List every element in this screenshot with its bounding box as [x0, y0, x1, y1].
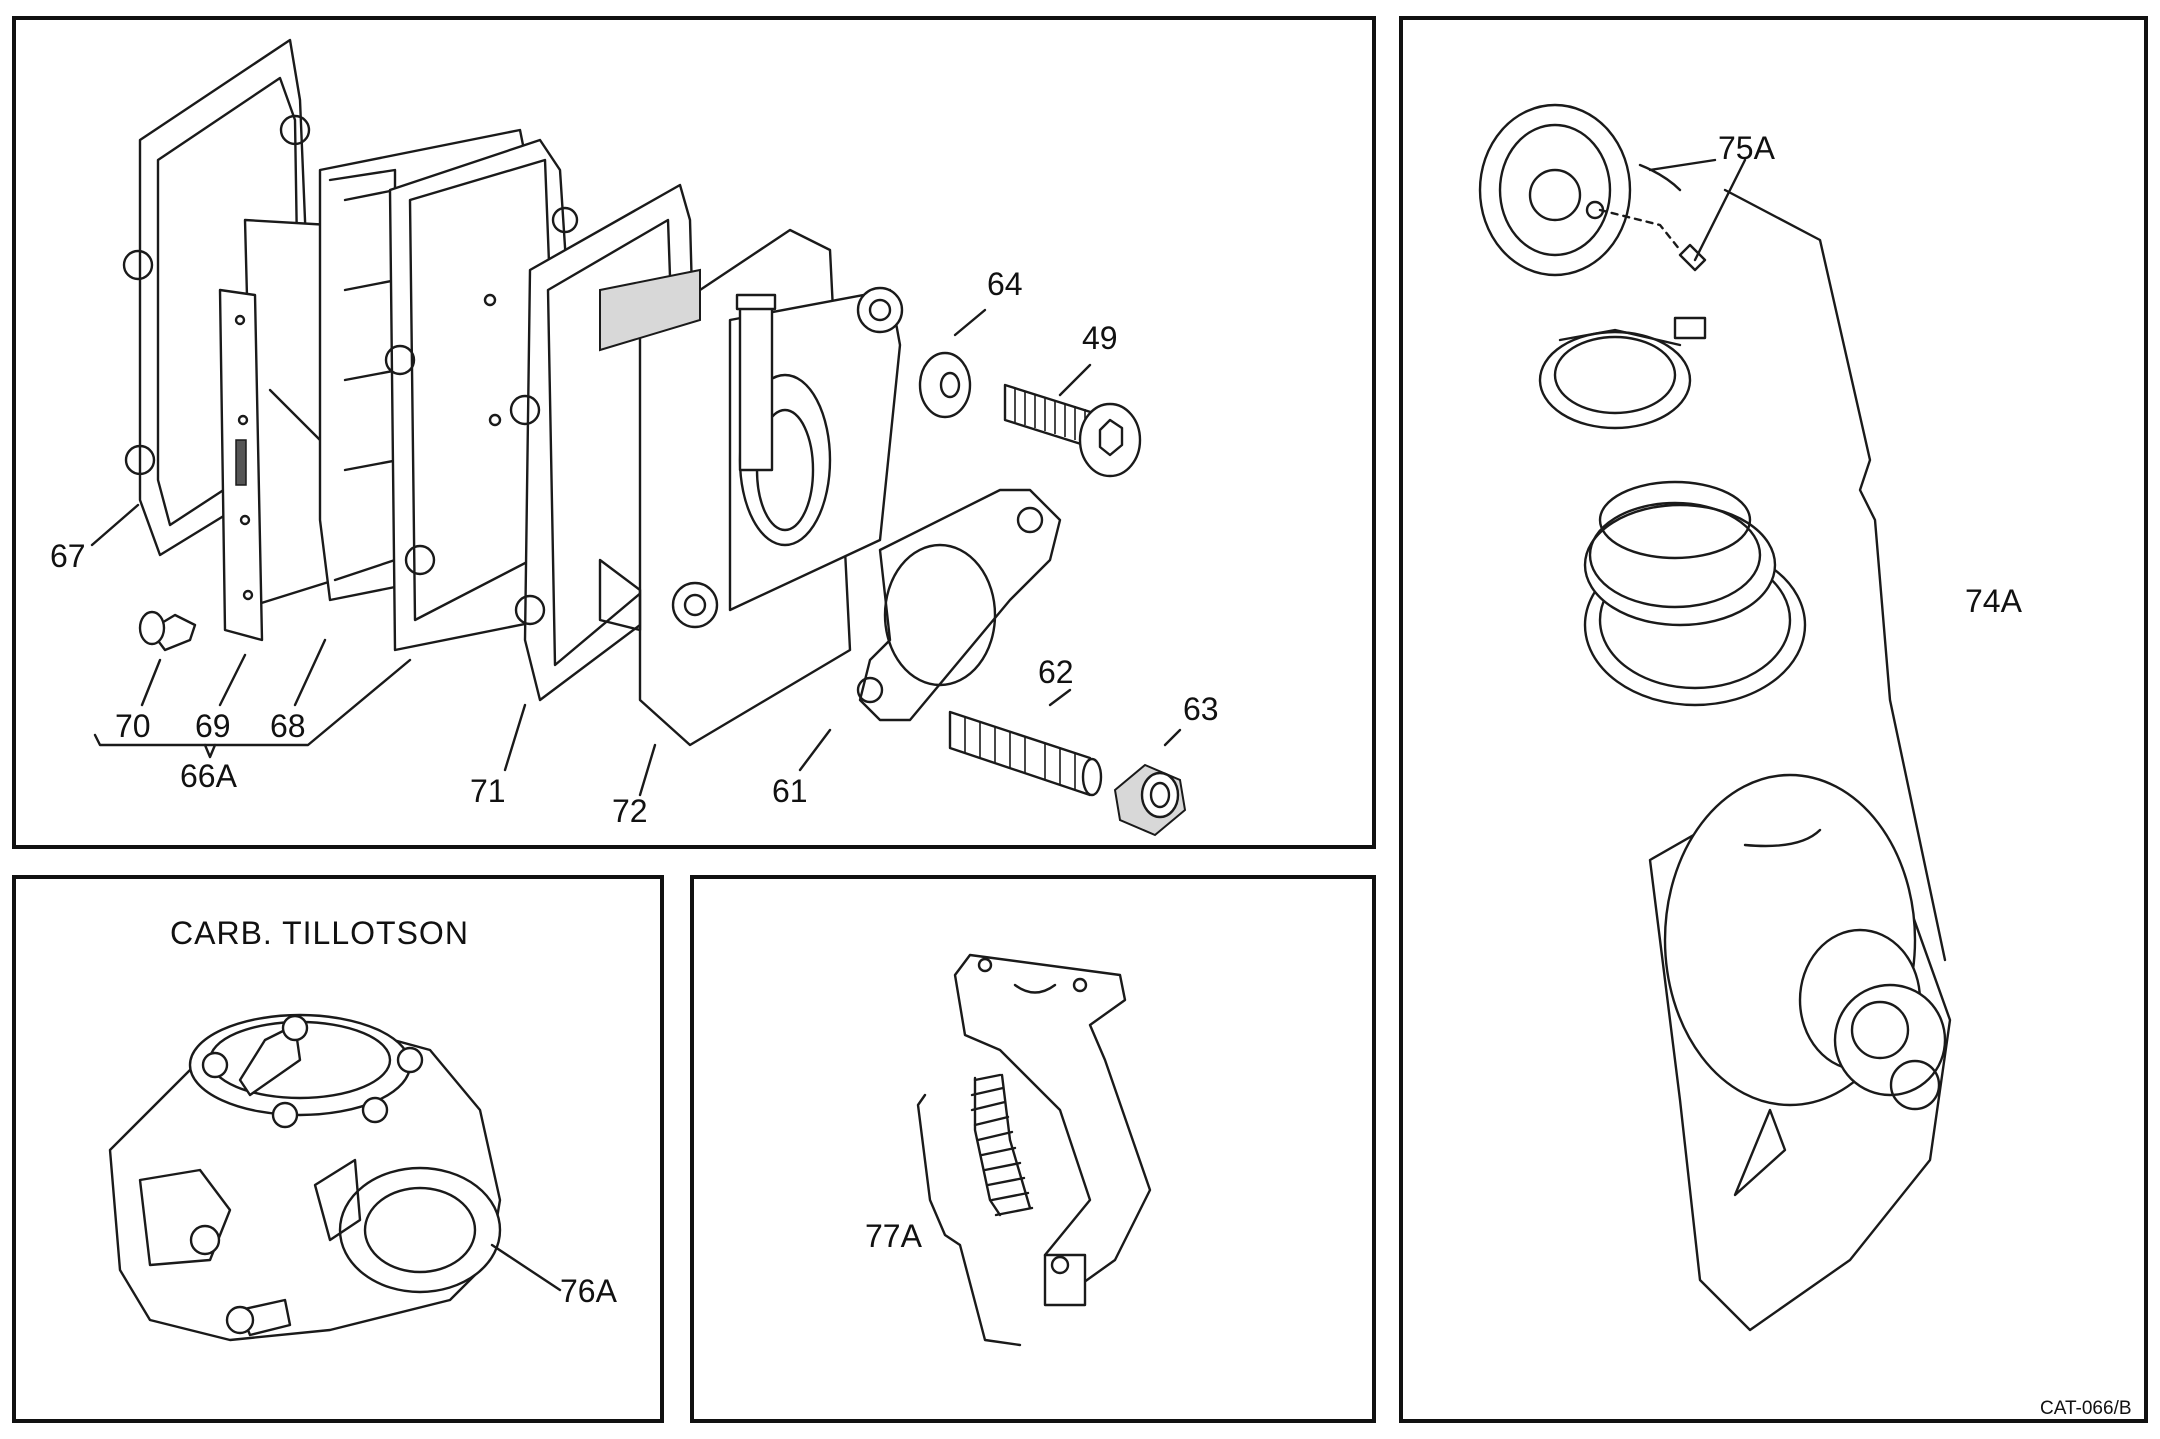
- part-label-63: 63: [1183, 691, 1219, 727]
- filter-cap-75a-drawing: [1478, 103, 1707, 277]
- bracket-brace-77a: [916, 1093, 1022, 1347]
- reed-plate-68-69-drawing: [218, 218, 337, 642]
- throttle-bracket-drawing: [953, 953, 1152, 1307]
- screw-70-drawing: [138, 610, 197, 652]
- leader-line-76a: [490, 1243, 562, 1292]
- part-label-49: 49: [1082, 320, 1118, 356]
- part-label-69: 69: [195, 708, 231, 744]
- part-label-75a: 75A: [1718, 130, 1775, 166]
- part-label-72: 72: [612, 793, 648, 829]
- part-label-76a: 76A: [560, 1273, 617, 1309]
- part-label-74a: 74A: [1965, 583, 2022, 619]
- washer-64-drawing: [918, 351, 972, 419]
- bracket-brace-74a: [1723, 188, 1947, 962]
- part-label-68: 68: [270, 708, 306, 744]
- part-label-66a: 66A: [180, 758, 237, 794]
- return-spring-drawing: [970, 1073, 1034, 1217]
- manifold-72-drawing: [598, 228, 904, 747]
- rubber-adapter-drawing: [1583, 480, 1807, 707]
- gasket-61-drawing: [856, 488, 1062, 722]
- carb-panel-title: CARB. TILLOTSON: [170, 915, 469, 951]
- part-label-71: 71: [470, 773, 506, 809]
- air-filter-body-drawing: [1648, 773, 1952, 1332]
- hose-clamp-drawing: [1538, 316, 1707, 430]
- part-label-67: 67: [50, 538, 86, 574]
- part-label-62: 62: [1038, 654, 1074, 690]
- nut-63-drawing: [1113, 763, 1187, 837]
- part-label-64: 64: [987, 266, 1023, 302]
- screw-49-drawing: [1003, 383, 1142, 478]
- leader-line-75a: [1648, 158, 1747, 262]
- catalog-code: CAT-066/B: [2040, 1398, 2132, 1419]
- part-label-61: 61: [772, 773, 808, 809]
- stud-62-drawing: [948, 710, 1103, 797]
- part-label-77a: 77A: [865, 1218, 922, 1254]
- part-label-70: 70: [115, 708, 151, 744]
- tillotson-carburetor-drawing: [108, 1013, 502, 1342]
- leader-lines-reed: [90, 308, 1182, 797]
